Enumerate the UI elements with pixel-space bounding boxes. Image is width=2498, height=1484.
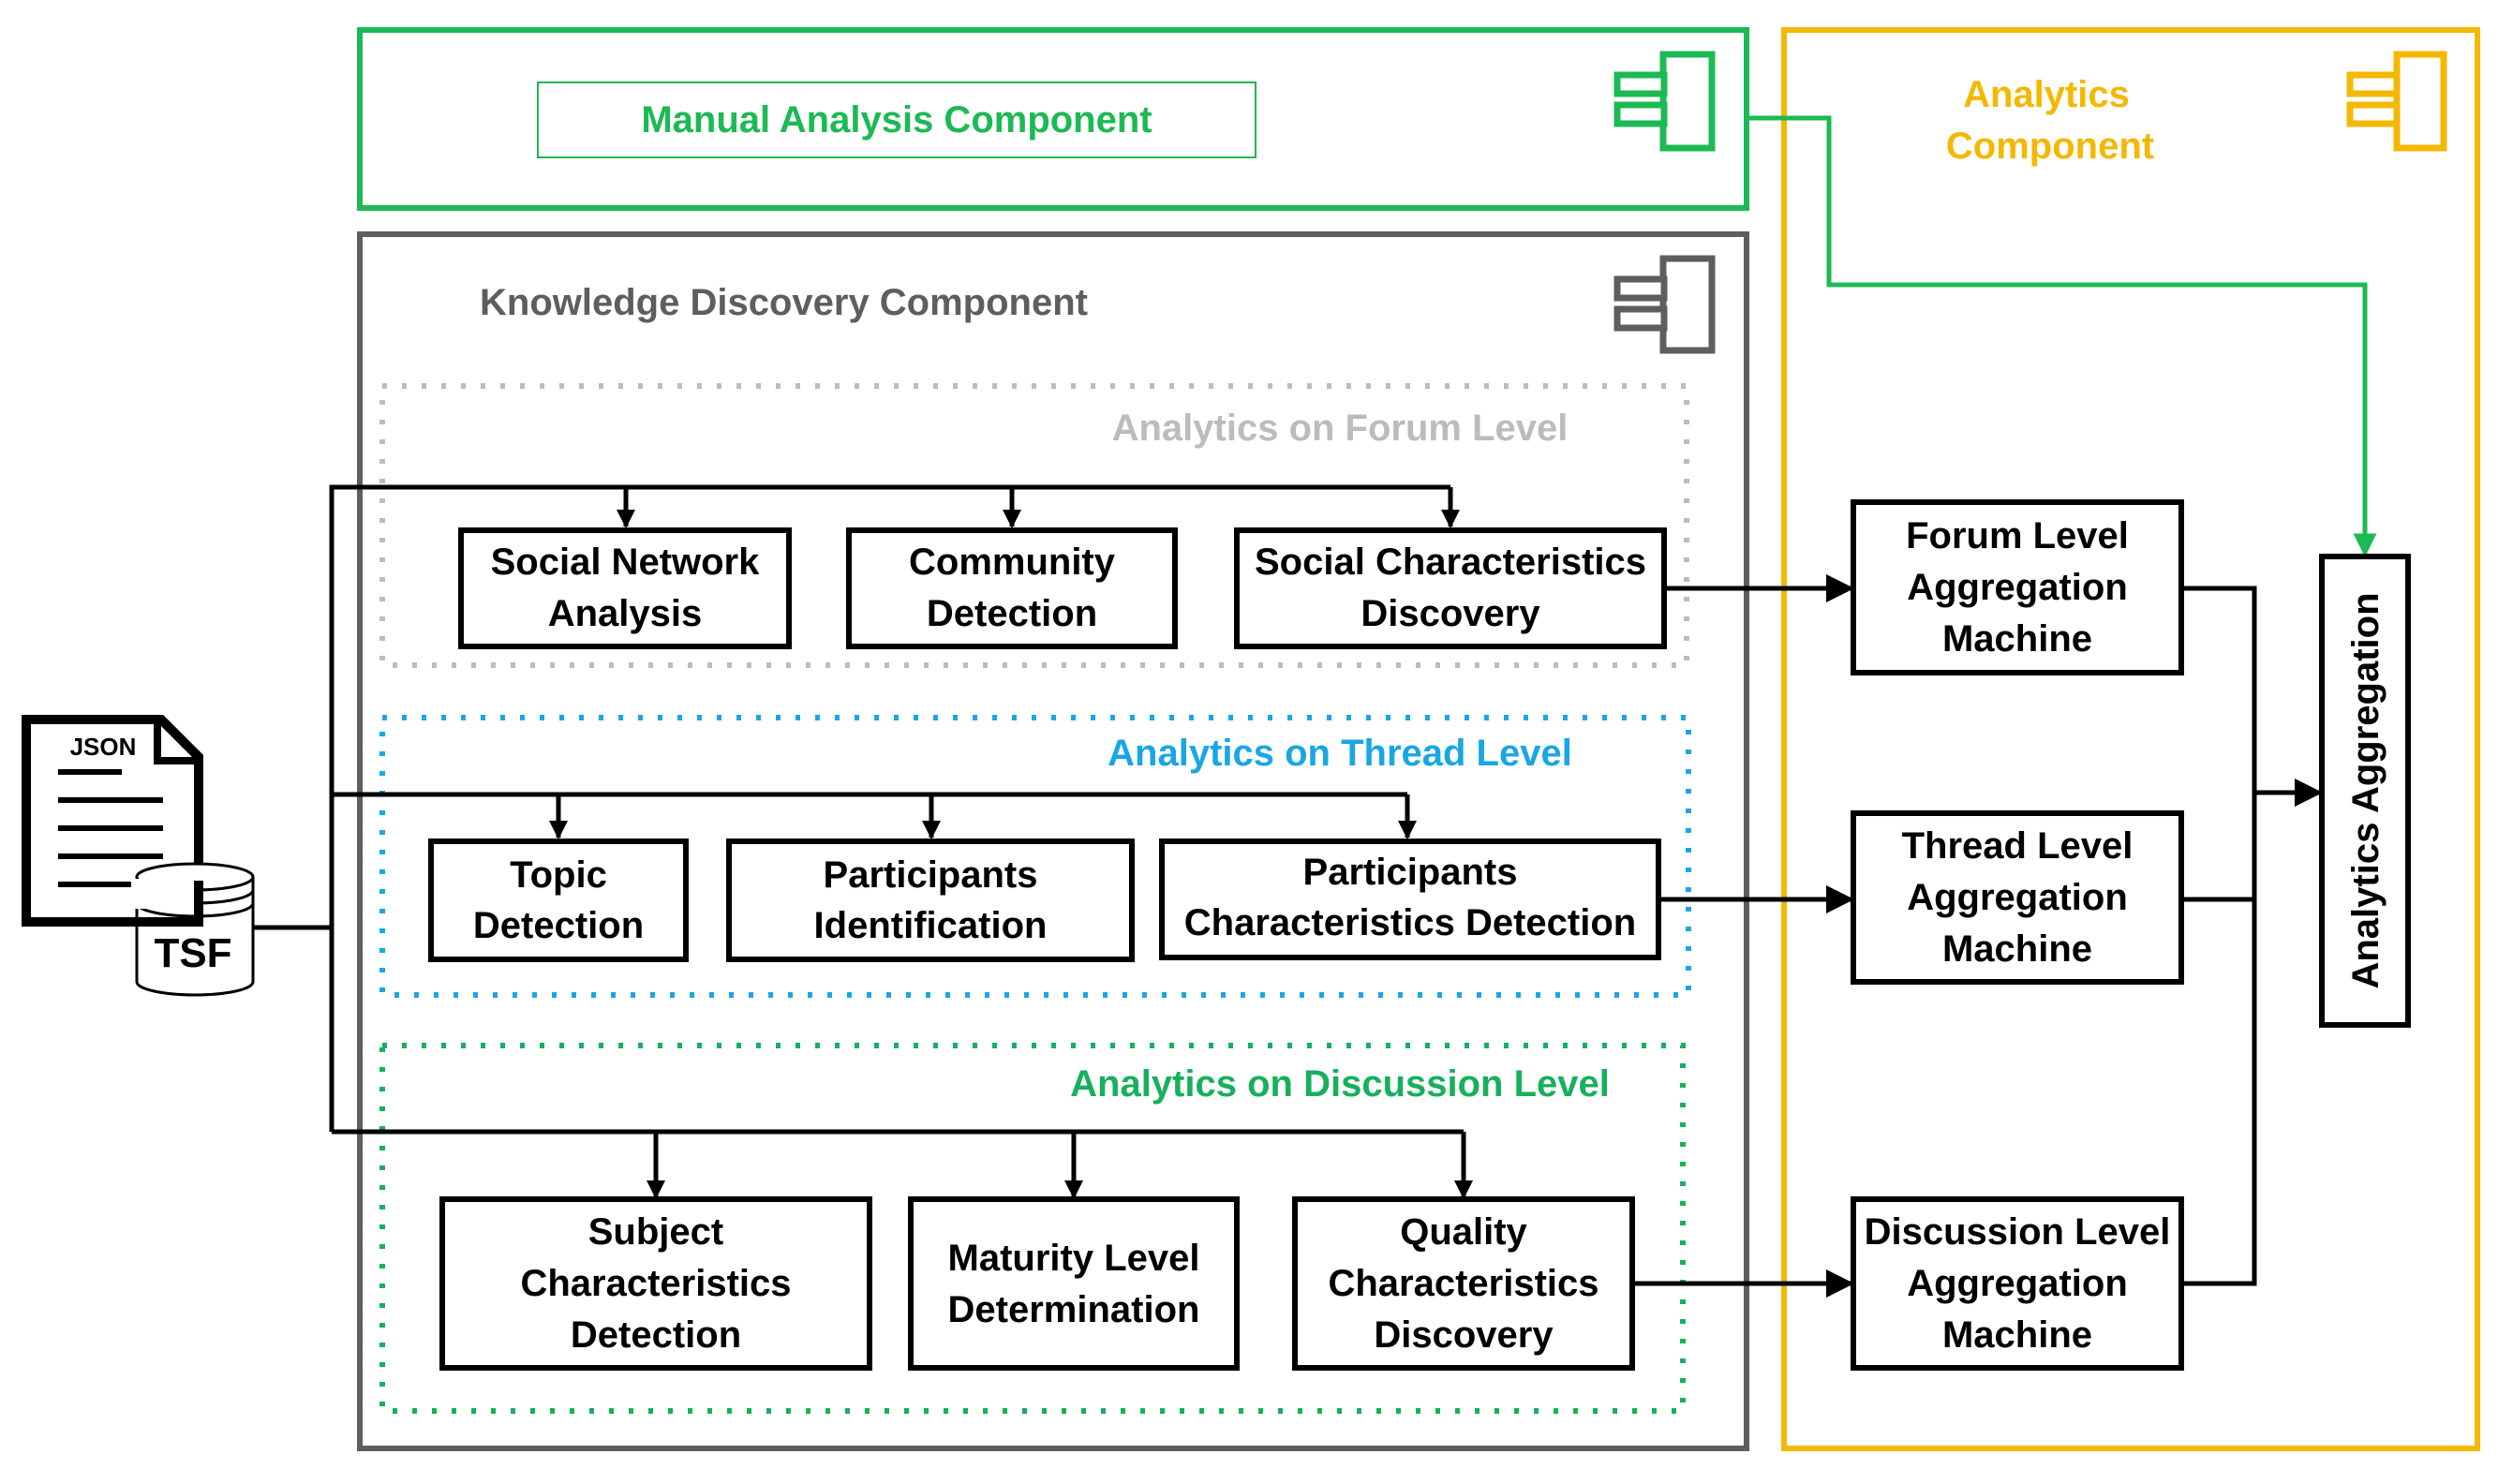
input-arrows xyxy=(549,487,1473,1199)
tsf-database-icon: TSF xyxy=(26,862,255,997)
box-label: Community xyxy=(909,542,1116,583)
json-label: JSON xyxy=(70,733,137,761)
knowledge-discovery-component: Knowledge Discovery Component xyxy=(357,231,1749,1451)
analytics-component: Analytics Component xyxy=(1781,27,2480,1451)
box-label: Characteristics Detection xyxy=(1184,902,1636,943)
machine-label: Aggregation xyxy=(1907,567,2128,608)
box-label: Maturity Level xyxy=(948,1238,1200,1279)
thread-level-frame xyxy=(379,715,1691,998)
box-label: Social Characteristics xyxy=(1255,542,1646,583)
analytics-component-title-line1: Analytics xyxy=(1963,74,2130,115)
analytics-component-title-line2: Component xyxy=(1946,126,2154,167)
knowledge-component-icon xyxy=(1613,255,1716,354)
box-label: Topic xyxy=(510,854,607,896)
box-participants-identification: Participants Identification xyxy=(726,838,1135,962)
knowledge-discovery-title: Knowledge Discovery Component xyxy=(480,282,1088,323)
manual-to-aggregation-connector xyxy=(1747,115,2377,557)
box-label: Discovery xyxy=(1374,1314,1554,1356)
forum-aggregation-machine: Forum Level Aggregation Machine xyxy=(1851,499,2184,675)
analytics-aggregation-label: Analytics Aggregation xyxy=(2345,592,2386,988)
box-social-characteristics-discovery: Social Characteristics Discovery xyxy=(1234,527,1667,649)
box-label: Participants xyxy=(824,854,1038,896)
machine-label: Aggregation xyxy=(1907,1263,2128,1304)
level-to-machine-arrows xyxy=(1632,574,1854,1298)
box-label: Determination xyxy=(948,1289,1200,1330)
manual-analysis-component: Manual Analysis Component xyxy=(357,27,1749,211)
box-subject-characteristics-detection: Subject Characteristics Detection xyxy=(439,1196,872,1371)
box-label: Detection xyxy=(571,1314,741,1356)
analytics-aggregation-box: Analytics Aggregation xyxy=(2319,554,2411,1028)
box-label: Identification xyxy=(814,905,1048,946)
box-label: Subject xyxy=(588,1211,723,1253)
box-label: Characteristics xyxy=(1328,1263,1598,1304)
analytics-component-icon xyxy=(2346,51,2447,152)
box-label: Detection xyxy=(473,905,644,946)
box-participants-characteristics-detection: Participants Characteristics Detection xyxy=(1159,838,1661,960)
manual-analysis-title: Manual Analysis Component xyxy=(641,99,1152,141)
box-quality-characteristics-discovery: Quality Characteristics Discovery xyxy=(1292,1196,1635,1371)
tsf-label: TSF xyxy=(154,930,231,976)
thread-level-title: Analytics on Thread Level xyxy=(1108,733,1572,774)
box-maturity-level-determination: Maturity Level Determination xyxy=(908,1196,1240,1371)
discussion-level-frame xyxy=(379,1043,1686,1414)
box-label: Participants xyxy=(1303,852,1518,893)
box-label: Discovery xyxy=(1361,593,1540,634)
input-connectors xyxy=(253,484,1464,1135)
machine-label: Machine xyxy=(1942,1314,2092,1356)
machine-label: Forum Level xyxy=(1906,515,2129,556)
machine-label: Discussion Level xyxy=(1865,1211,2171,1253)
machine-label: Thread Level xyxy=(1902,825,2134,867)
forum-level-frame xyxy=(379,383,1689,668)
machine-to-aggregation-connectors xyxy=(2181,586,2323,1286)
manual-component-icon xyxy=(1613,51,1716,152)
box-label: Analysis xyxy=(548,593,703,634)
box-community-detection: Community Detection xyxy=(846,527,1178,649)
box-label: Characteristics xyxy=(520,1263,791,1304)
box-social-network-analysis: Social Network Analysis xyxy=(458,527,792,649)
box-label: Detection xyxy=(927,593,1097,634)
box-label: Social Network xyxy=(491,542,761,583)
thread-aggregation-machine: Thread Level Aggregation Machine xyxy=(1851,810,2184,985)
machine-label: Machine xyxy=(1942,928,2092,970)
discussion-aggregation-machine: Discussion Level Aggregation Machine xyxy=(1851,1196,2184,1371)
forum-level-title: Analytics on Forum Level xyxy=(1112,408,1569,449)
discussion-level-title: Analytics on Discussion Level xyxy=(1070,1063,1610,1105)
box-topic-detection: Topic Detection xyxy=(428,838,689,962)
box-label: Quality xyxy=(1400,1211,1527,1253)
machine-label: Machine xyxy=(1942,618,2092,660)
machine-label: Aggregation xyxy=(1907,877,2128,918)
